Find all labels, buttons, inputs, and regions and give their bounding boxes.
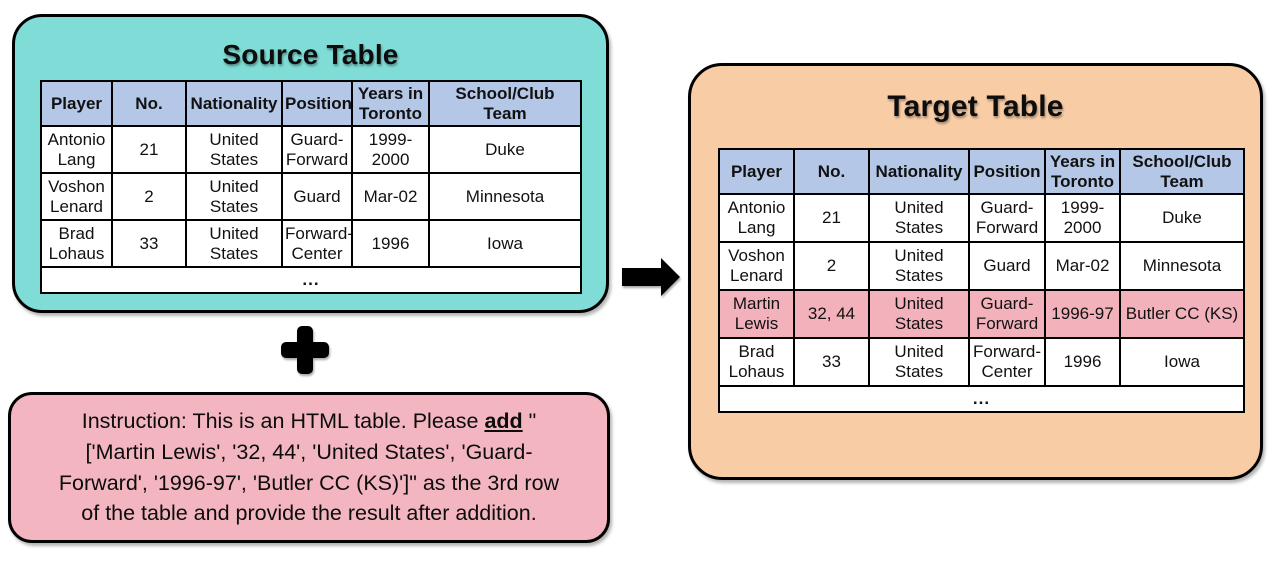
table-cell: Duke	[1119, 193, 1245, 243]
table-cell: Guard-Forward	[968, 193, 1046, 243]
column-header: Years in Toronto	[351, 80, 430, 127]
column-header: Position	[281, 80, 353, 127]
table-cell: Mar-02	[351, 172, 430, 221]
instruction-suffix: "['Martin Lewis', '32, 44', 'United Stat…	[58, 408, 560, 526]
table-cell: Iowa	[1119, 337, 1245, 387]
table-cell: 1996-97	[1044, 289, 1121, 339]
target-table-title: Target Table	[887, 90, 1064, 123]
table-cell: United States	[868, 289, 970, 339]
right-arrow-icon	[622, 258, 680, 296]
column-header: Player	[718, 148, 795, 195]
arrow-head	[661, 258, 680, 296]
source-table-title: Source Table	[222, 39, 399, 70]
table-cell: 33	[111, 219, 187, 268]
column-header: School/Club Team	[1119, 148, 1245, 195]
table-cell: Forward-Center	[968, 337, 1046, 387]
column-header: Years in Toronto	[1044, 148, 1121, 195]
table-cell: United States	[868, 241, 970, 291]
table-cell: Mar-02	[1044, 241, 1121, 291]
ellipsis-row: ...	[40, 266, 582, 294]
table-cell: Brad Lohaus	[40, 219, 113, 268]
table-cell: 21	[111, 125, 187, 174]
table-cell: Minnesota	[1119, 241, 1245, 291]
column-header: Nationality	[868, 148, 970, 195]
table-cell: 1996	[1044, 337, 1121, 387]
table-cell: Voshon Lenard	[40, 172, 113, 221]
ellipsis-row: ...	[718, 385, 1245, 413]
table-cell: Martin Lewis	[718, 289, 795, 339]
table-cell: Iowa	[428, 219, 582, 268]
table-cell: United States	[185, 125, 283, 174]
table-cell: Forward-Center	[281, 219, 353, 268]
table-cell: Antonio Lang	[718, 193, 795, 243]
column-header: Position	[968, 148, 1046, 195]
table-cell: United States	[185, 172, 283, 221]
arrow-body	[622, 268, 661, 286]
table-cell: Guard-Forward	[968, 289, 1046, 339]
table-cell: Brad Lohaus	[718, 337, 795, 387]
table-cell: 1996	[351, 219, 430, 268]
table-cell: Guard-Forward	[281, 125, 353, 174]
table-cell: 33	[793, 337, 870, 387]
table-cell: 1999-2000	[1044, 193, 1121, 243]
instruction-prefix: Instruction: This is an HTML table. Plea…	[81, 408, 485, 433]
table-cell: 32, 44	[793, 289, 870, 339]
table-cell: United States	[185, 219, 283, 268]
table-cell: 21	[793, 193, 870, 243]
column-header: School/Club Team	[428, 80, 582, 127]
column-header: No.	[793, 148, 870, 195]
instruction-text: Instruction: This is an HTML table. Plea…	[11, 406, 607, 530]
table-cell: 2	[111, 172, 187, 221]
table-cell: United States	[868, 337, 970, 387]
column-header: Player	[40, 80, 113, 127]
table-cell: United States	[868, 193, 970, 243]
ellipsis-cell: ...	[40, 266, 582, 294]
table-cell: Guard	[968, 241, 1046, 291]
table-cell: Voshon Lenard	[718, 241, 795, 291]
column-header: Nationality	[185, 80, 283, 127]
table-cell: Butler CC (KS)	[1119, 289, 1245, 339]
ellipsis-cell: ...	[718, 385, 1245, 413]
plus-icon	[281, 326, 329, 374]
add-emphasis: add	[484, 408, 523, 433]
column-header: No.	[111, 80, 187, 127]
table-cell: Guard	[281, 172, 353, 221]
table-cell: Duke	[428, 125, 582, 174]
table-cell: Antonio Lang	[40, 125, 113, 174]
table-cell: 1999-2000	[351, 125, 430, 174]
table-cell: Minnesota	[428, 172, 582, 221]
instruction-panel: Instruction: This is an HTML table. Plea…	[8, 392, 610, 543]
table-cell: 2	[793, 241, 870, 291]
